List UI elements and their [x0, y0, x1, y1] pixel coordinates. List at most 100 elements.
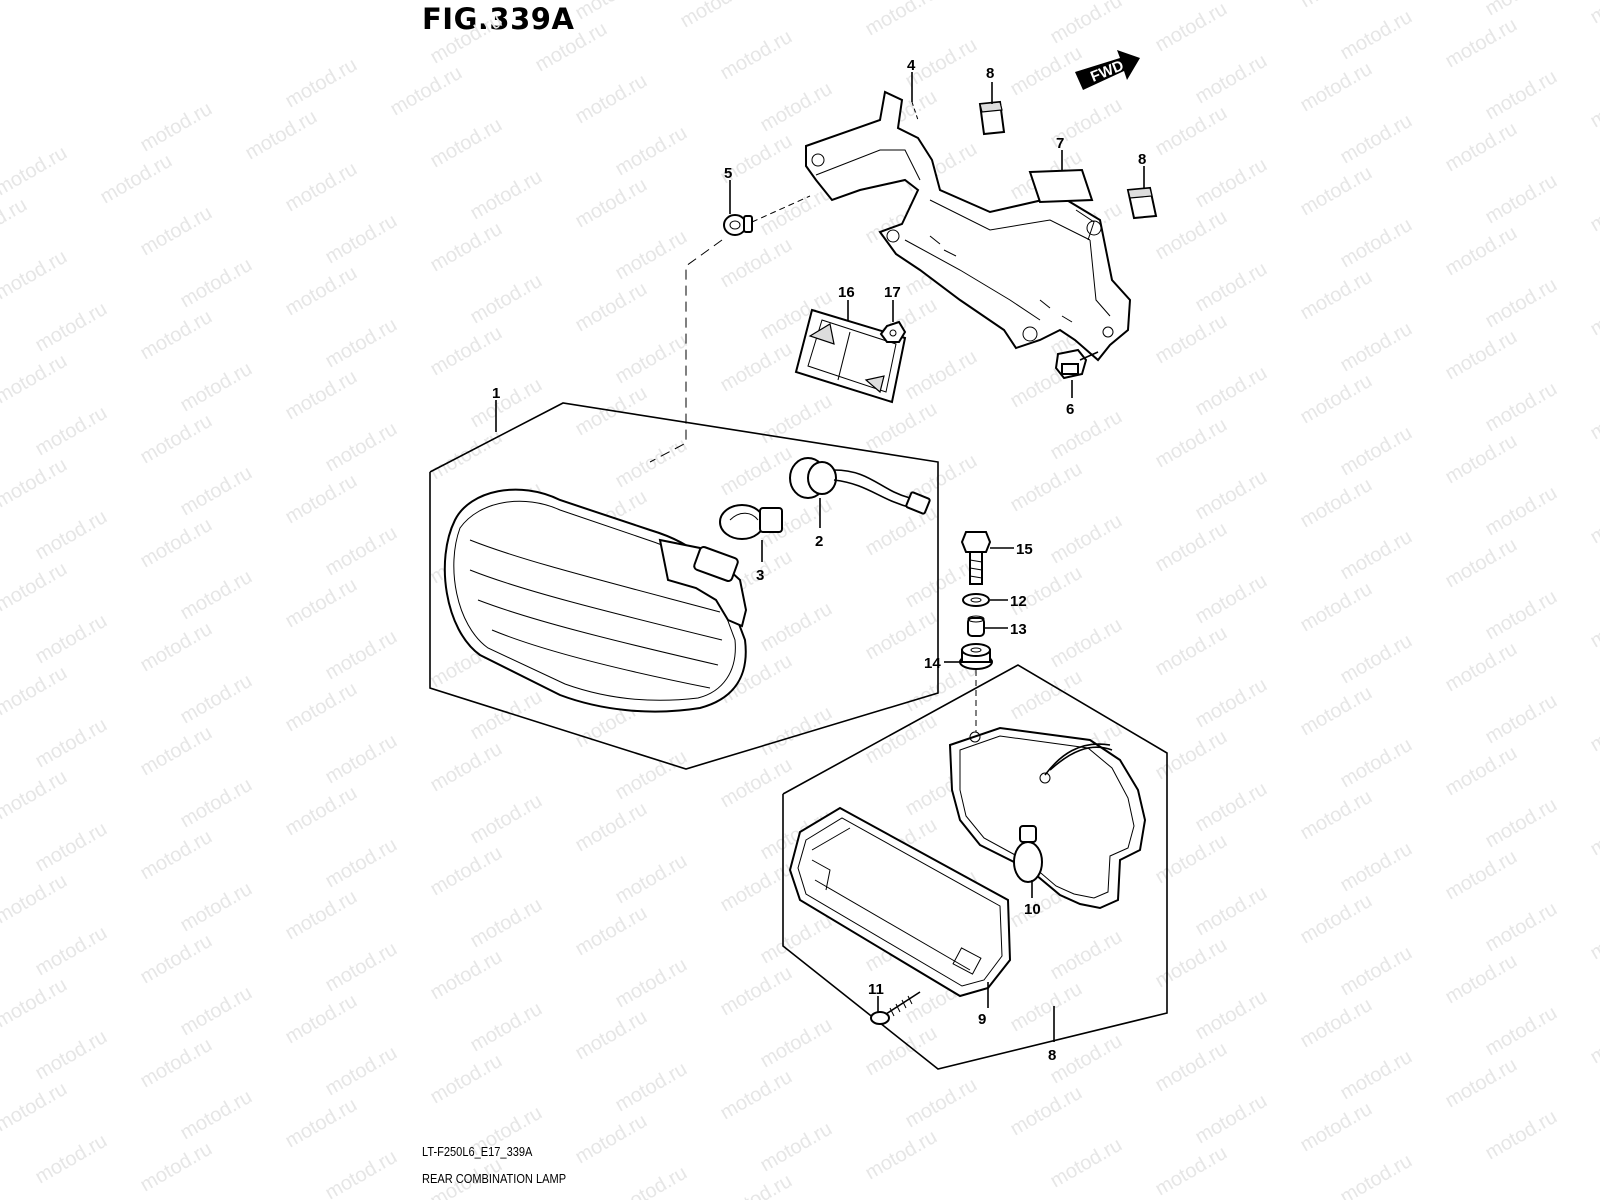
watermark-text: motod.ru [717, 1170, 796, 1200]
watermark-text: motod.ru [1337, 1046, 1416, 1105]
watermark-text: motod.ru [387, 62, 466, 121]
watermark-text: motod.ru [757, 910, 836, 969]
watermark-text: motod.ru [1192, 570, 1271, 629]
watermark-text: motod.ru [427, 426, 506, 485]
watermark-text: motod.ru [1337, 838, 1416, 897]
watermark-text: motod.ru [1297, 266, 1376, 325]
watermark-text: motod.ru [137, 618, 216, 677]
watermark-text: motod.ru [177, 1086, 256, 1145]
watermark-text: motod.ru [1192, 882, 1271, 941]
screw-part-12 [870, 991, 921, 1025]
watermark-text: motod.ru [612, 1058, 691, 1117]
watermark-text: motod.ru [612, 434, 691, 493]
leader-lines [495, 72, 1145, 1042]
watermark-text: motod.ru [1587, 802, 1600, 861]
watermark-text: motod.ru [717, 442, 796, 501]
watermark-text: motod.ru [1337, 6, 1416, 65]
watermark-text: motod.ru [322, 938, 401, 997]
watermark-text: motod.ru [757, 1014, 836, 1073]
cushion-part-8-left [978, 100, 1006, 136]
watermark-text: motod.ru [1442, 534, 1521, 593]
watermark-text: motod.ru [467, 894, 546, 953]
watermark-text: motod.ru [467, 270, 546, 329]
watermark-text: motod.ru [1192, 50, 1271, 109]
watermark-text: motod.ru [1047, 510, 1126, 569]
watermark-text: motod.ru [1482, 378, 1561, 437]
watermark-text: motod.ru [1297, 786, 1376, 845]
watermark-text: motod.ru [137, 826, 216, 885]
bolt-part-6 [1054, 348, 1099, 380]
watermark-text: motod.ru [1152, 102, 1231, 161]
watermark-text: motod.ru [322, 834, 401, 893]
watermark-text: motod.ru [572, 902, 651, 961]
callout-16: 15 [1016, 541, 1033, 558]
watermark-text: motod.ru [612, 746, 691, 805]
watermark-text: motod.ru [32, 714, 111, 773]
callout-15: 14 [924, 655, 941, 672]
callout-5: 5 [724, 165, 732, 182]
watermark-text: motod.ru [1337, 318, 1416, 377]
watermark-text: motod.ru [32, 610, 111, 669]
watermark-text: motod.ru [0, 142, 71, 201]
watermark-text: motod.ru [1587, 386, 1600, 445]
watermark-text: motod.ru [1152, 726, 1231, 785]
watermark-text: motod.ru [1587, 1010, 1600, 1069]
callout-10: 9 [978, 1011, 986, 1028]
watermark-text: motod.ru [1297, 58, 1376, 117]
watermark-text: motod.ru [32, 1130, 111, 1189]
watermark-text: motod.ru [757, 598, 836, 657]
watermark-text: motod.ru [1337, 734, 1416, 793]
collar-part-14 [967, 615, 985, 637]
watermark-text: motod.ru [1337, 422, 1416, 481]
watermark-text: motod.ru [1587, 698, 1600, 757]
watermark-text: motod.ru [1482, 482, 1561, 541]
watermark-text: motod.ru [0, 454, 71, 513]
watermark-text: motod.ru [572, 174, 651, 233]
watermark-text: motod.ru [902, 1074, 981, 1133]
callout-1: 1 [492, 385, 500, 402]
watermark-text: motod.ru [612, 226, 691, 285]
watermark-text: motod.ru [322, 210, 401, 269]
watermark-text: motod.ru [1192, 674, 1271, 733]
watermark-text: motod.ru [137, 514, 216, 573]
watermark-text: motod.ru [0, 662, 71, 721]
watermark-text: motod.ru [1482, 0, 1561, 20]
watermark-text: motod.ru [717, 26, 796, 85]
callout-8-left: 8 [986, 65, 994, 82]
watermark-text: motod.ru [282, 158, 361, 217]
watermark-text: motod.ru [1007, 458, 1086, 517]
callout-7: 7 [1056, 135, 1064, 152]
watermark-text: motod.ru [1587, 594, 1600, 653]
watermark-text: motod.ru [322, 1042, 401, 1101]
watermark-text: motod.ru [1047, 926, 1126, 985]
watermark-text: motod.ru [322, 522, 401, 581]
watermark-text: motod.ru [0, 1078, 71, 1137]
bolt-part-16 [960, 531, 992, 585]
assembly-box-1 [429, 402, 939, 770]
watermark-text: motod.ru [1337, 214, 1416, 273]
watermark-text: motod.ru [1007, 666, 1086, 725]
watermark-text: motod.ru [612, 330, 691, 389]
watermark-text: motod.ru [177, 982, 256, 1041]
watermark-text: motod.ru [1192, 778, 1271, 837]
watermark-text: motod.ru [1587, 0, 1600, 28]
watermark-text: motod.ru [1152, 414, 1231, 473]
washer-part-13 [962, 593, 990, 607]
watermark-text: motod.ru [1482, 274, 1561, 333]
watermark-text: motod.ru [1587, 178, 1600, 237]
watermark-text: motod.ru [467, 686, 546, 745]
grommet-part-15 [959, 643, 993, 670]
watermark-text: motod.ru [862, 1126, 941, 1185]
cushion-part-8-right [1126, 186, 1158, 220]
watermark-text: motod.ru [1337, 630, 1416, 689]
watermark-text: motod.ru [572, 1006, 651, 1065]
watermark-text: motod.ru [1297, 890, 1376, 949]
watermark-text: motod.ru [467, 374, 546, 433]
callout-13: 12 [1010, 593, 1027, 610]
watermark-text: motod.ru [32, 402, 111, 461]
watermark-text: motod.ru [97, 150, 176, 209]
figure-title: FIG.339A [422, 2, 575, 36]
fwd-label: FWD [1088, 57, 1126, 86]
callout-14: 13 [1010, 621, 1027, 638]
watermark-text: motod.ru [282, 678, 361, 737]
